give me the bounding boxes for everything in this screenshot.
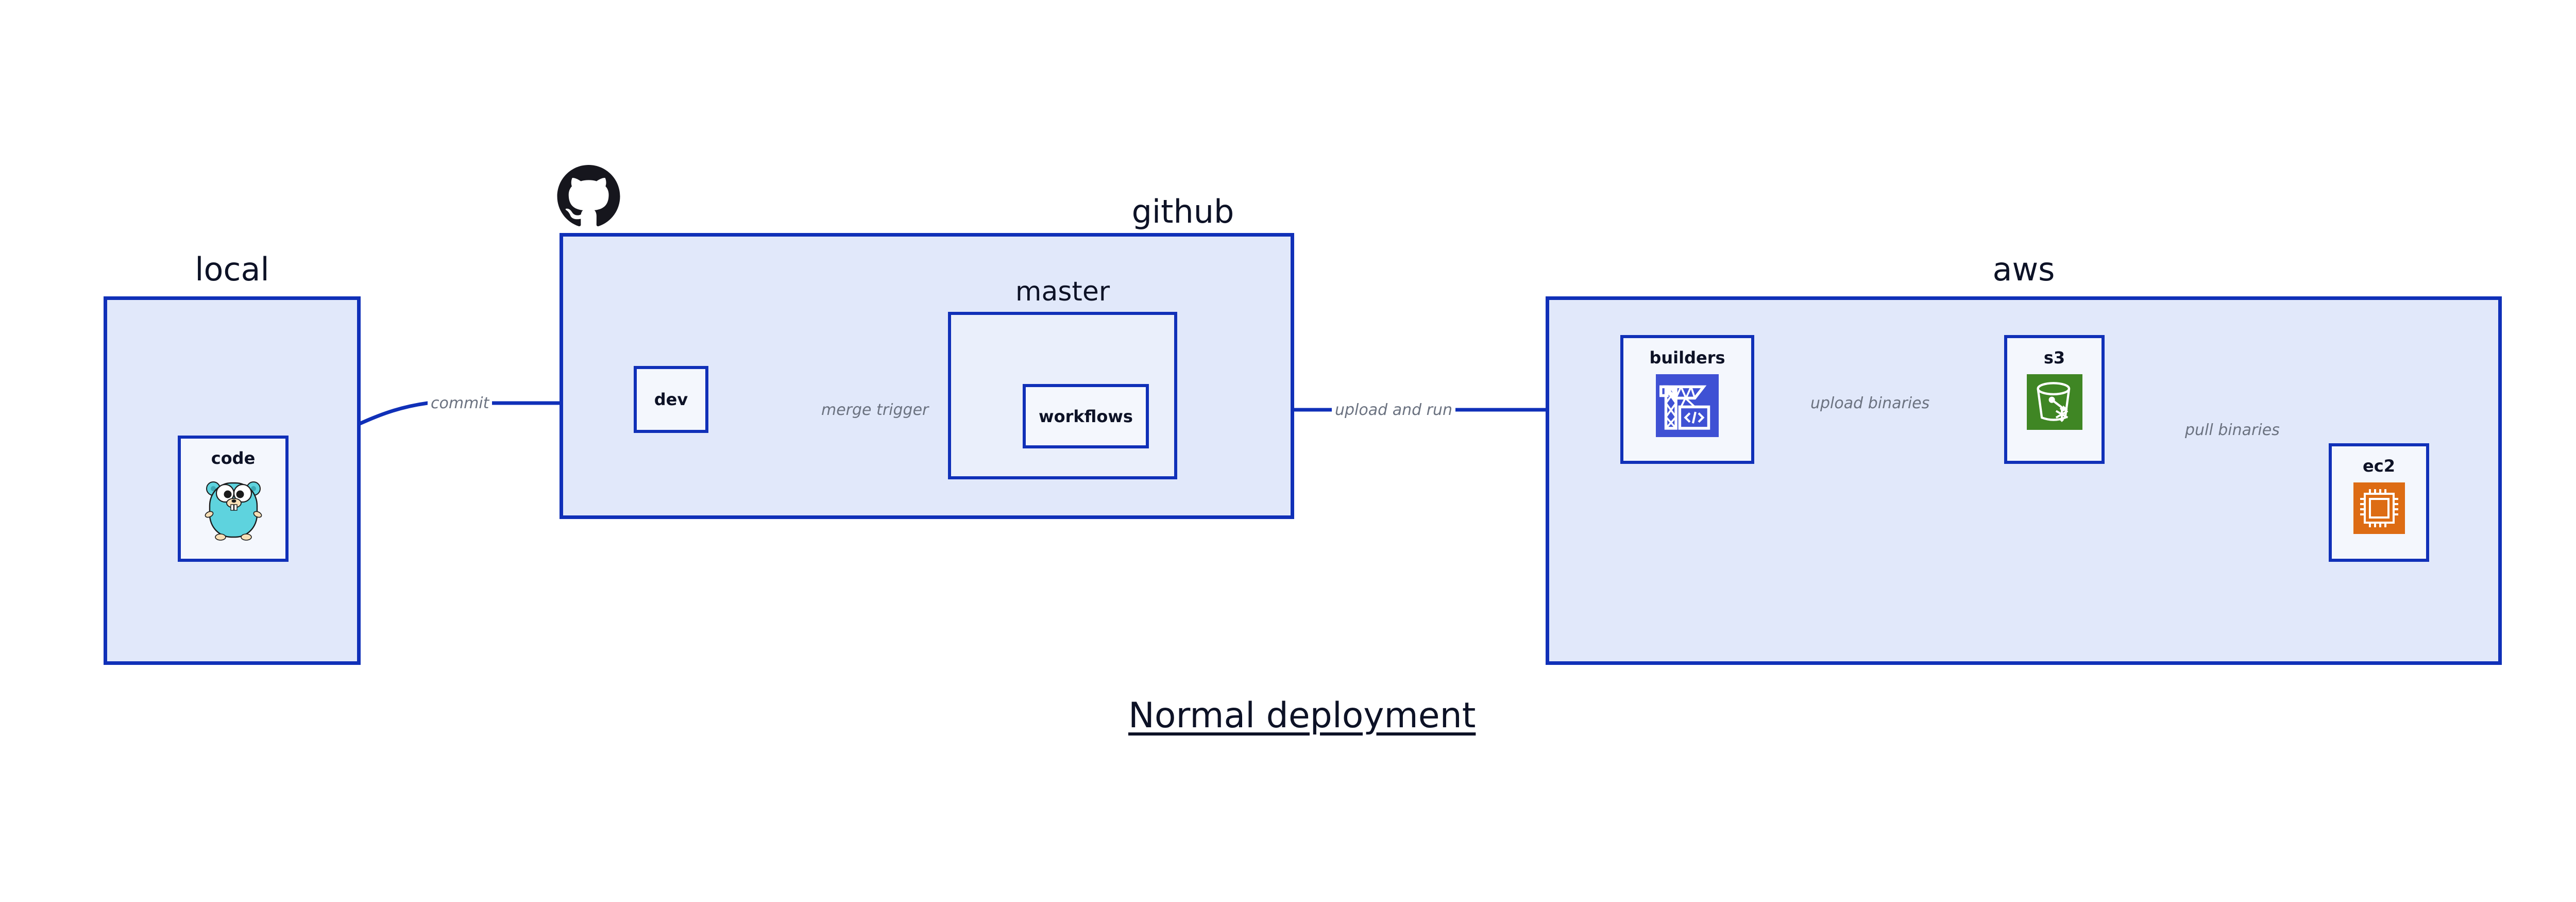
node-ec2[interactable]: ec2 <box>2329 443 2429 562</box>
node-label-s3: s3 <box>2043 348 2065 368</box>
node-label-workflows: workflows <box>1039 406 1133 426</box>
github-octocat-icon <box>556 165 621 230</box>
edge-label-merge-trigger: merge trigger <box>818 403 932 418</box>
node-label-builders: builders <box>1649 348 1725 368</box>
edge-label-pull-binaries: pull binaries <box>2182 423 2283 438</box>
go-gopher-icon <box>202 475 264 545</box>
edge-label-upload-and-run: upload and run <box>1332 403 1456 418</box>
group-title-github: github <box>1131 193 1234 230</box>
group-title-local: local <box>195 250 269 288</box>
node-dev[interactable]: dev <box>634 366 708 433</box>
node-label-ec2: ec2 <box>2363 456 2395 476</box>
diagram-caption: Normal deployment <box>1128 695 1476 736</box>
node-builders[interactable]: builders <box>1620 335 1754 464</box>
node-s3[interactable]: s3 <box>2004 335 2105 464</box>
node-label-code: code <box>211 448 256 468</box>
group-title-aws: aws <box>1992 250 2055 288</box>
node-code[interactable]: code <box>178 436 289 562</box>
aws-codebuild-icon <box>1656 374 1719 439</box>
node-workflows[interactable]: workflows <box>1023 384 1149 448</box>
edge-label-commit: commit <box>428 396 493 411</box>
edge-label-upload-binaries: upload binaries <box>1807 396 1933 411</box>
aws-ec2-chip-icon <box>2353 482 2405 536</box>
aws-s3-bucket-icon <box>2026 374 2082 432</box>
node-label-dev: dev <box>654 390 688 409</box>
subgroup-title-master: master <box>1015 276 1110 307</box>
